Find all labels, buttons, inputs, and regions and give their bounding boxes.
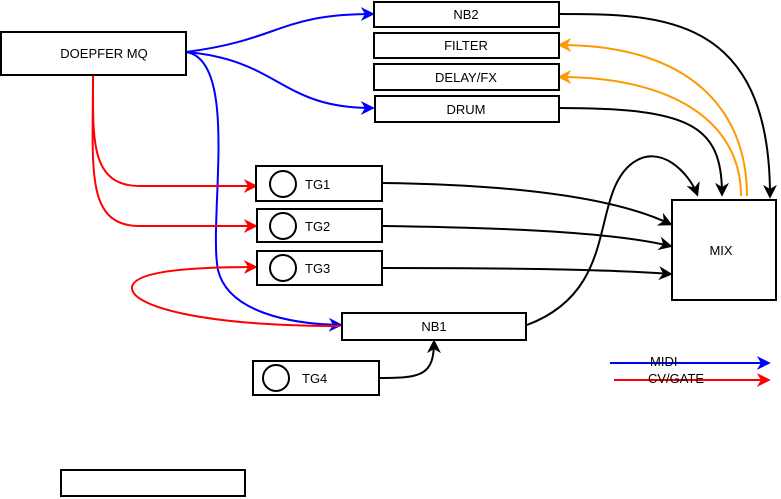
audio-link-nb2-mix [558, 13, 777, 199]
node-tg2: TG2 [256, 208, 383, 243]
node-tg1: TG1 [255, 165, 383, 202]
legend-midi-label: MIDI [650, 354, 677, 369]
audio-link-drum-mix [558, 107, 729, 197]
node-doepfer-mq: DOEPFER MQ [0, 31, 187, 76]
node-label: DOEPFER MQ [60, 46, 147, 61]
audio-link-nb1-mix [526, 155, 700, 326]
node-label: TG2 [305, 219, 330, 234]
node-drum: DRUM [374, 95, 560, 123]
node-nb2: NB2 [373, 1, 560, 28]
legend-cv-label: CV/GATE [648, 371, 704, 386]
audio-link-tg3-mix [382, 266, 673, 281]
node-tg3: TG3 [256, 250, 383, 286]
node-nb1: NB1 [341, 312, 527, 341]
node-label: DELAY/FX [435, 70, 497, 85]
node-delay-fx: DELAY/FX [373, 63, 560, 91]
legend: MIDI CV/GATE [610, 354, 771, 387]
cv-link-tg1 [91, 75, 258, 193]
node-label: TG4 [302, 371, 327, 386]
audio-link-tg2-mix [382, 225, 673, 251]
node-label: TG1 [305, 177, 330, 192]
node-label: DRUM [447, 102, 486, 117]
node-label: TG3 [305, 261, 330, 276]
node-filter: FILTER [373, 32, 560, 59]
knob-icon [269, 254, 297, 282]
node-label: FILTER [444, 38, 488, 53]
audio-link-tg1-mix [382, 182, 673, 226]
audio-link-tg4-nb1 [379, 339, 441, 379]
knob-icon [269, 212, 297, 240]
node-label: NB1 [421, 319, 446, 334]
fx-link-filter [557, 38, 748, 197]
cv-link-tg2 [91, 75, 258, 233]
midi-link-nb2 [185, 7, 375, 53]
cv-link-nb1-tg3 [130, 260, 341, 327]
empty-box [60, 469, 246, 497]
node-label: NB2 [453, 7, 478, 22]
knob-icon [269, 170, 297, 198]
midi-link-drum [185, 51, 375, 115]
node-mix: MIX [671, 199, 777, 301]
node-tg4: TG4 [252, 360, 380, 396]
midi-link-nb1 [185, 51, 343, 332]
fx-link-delay [557, 70, 742, 197]
knob-icon [262, 364, 290, 392]
node-label: MIX [709, 243, 732, 258]
